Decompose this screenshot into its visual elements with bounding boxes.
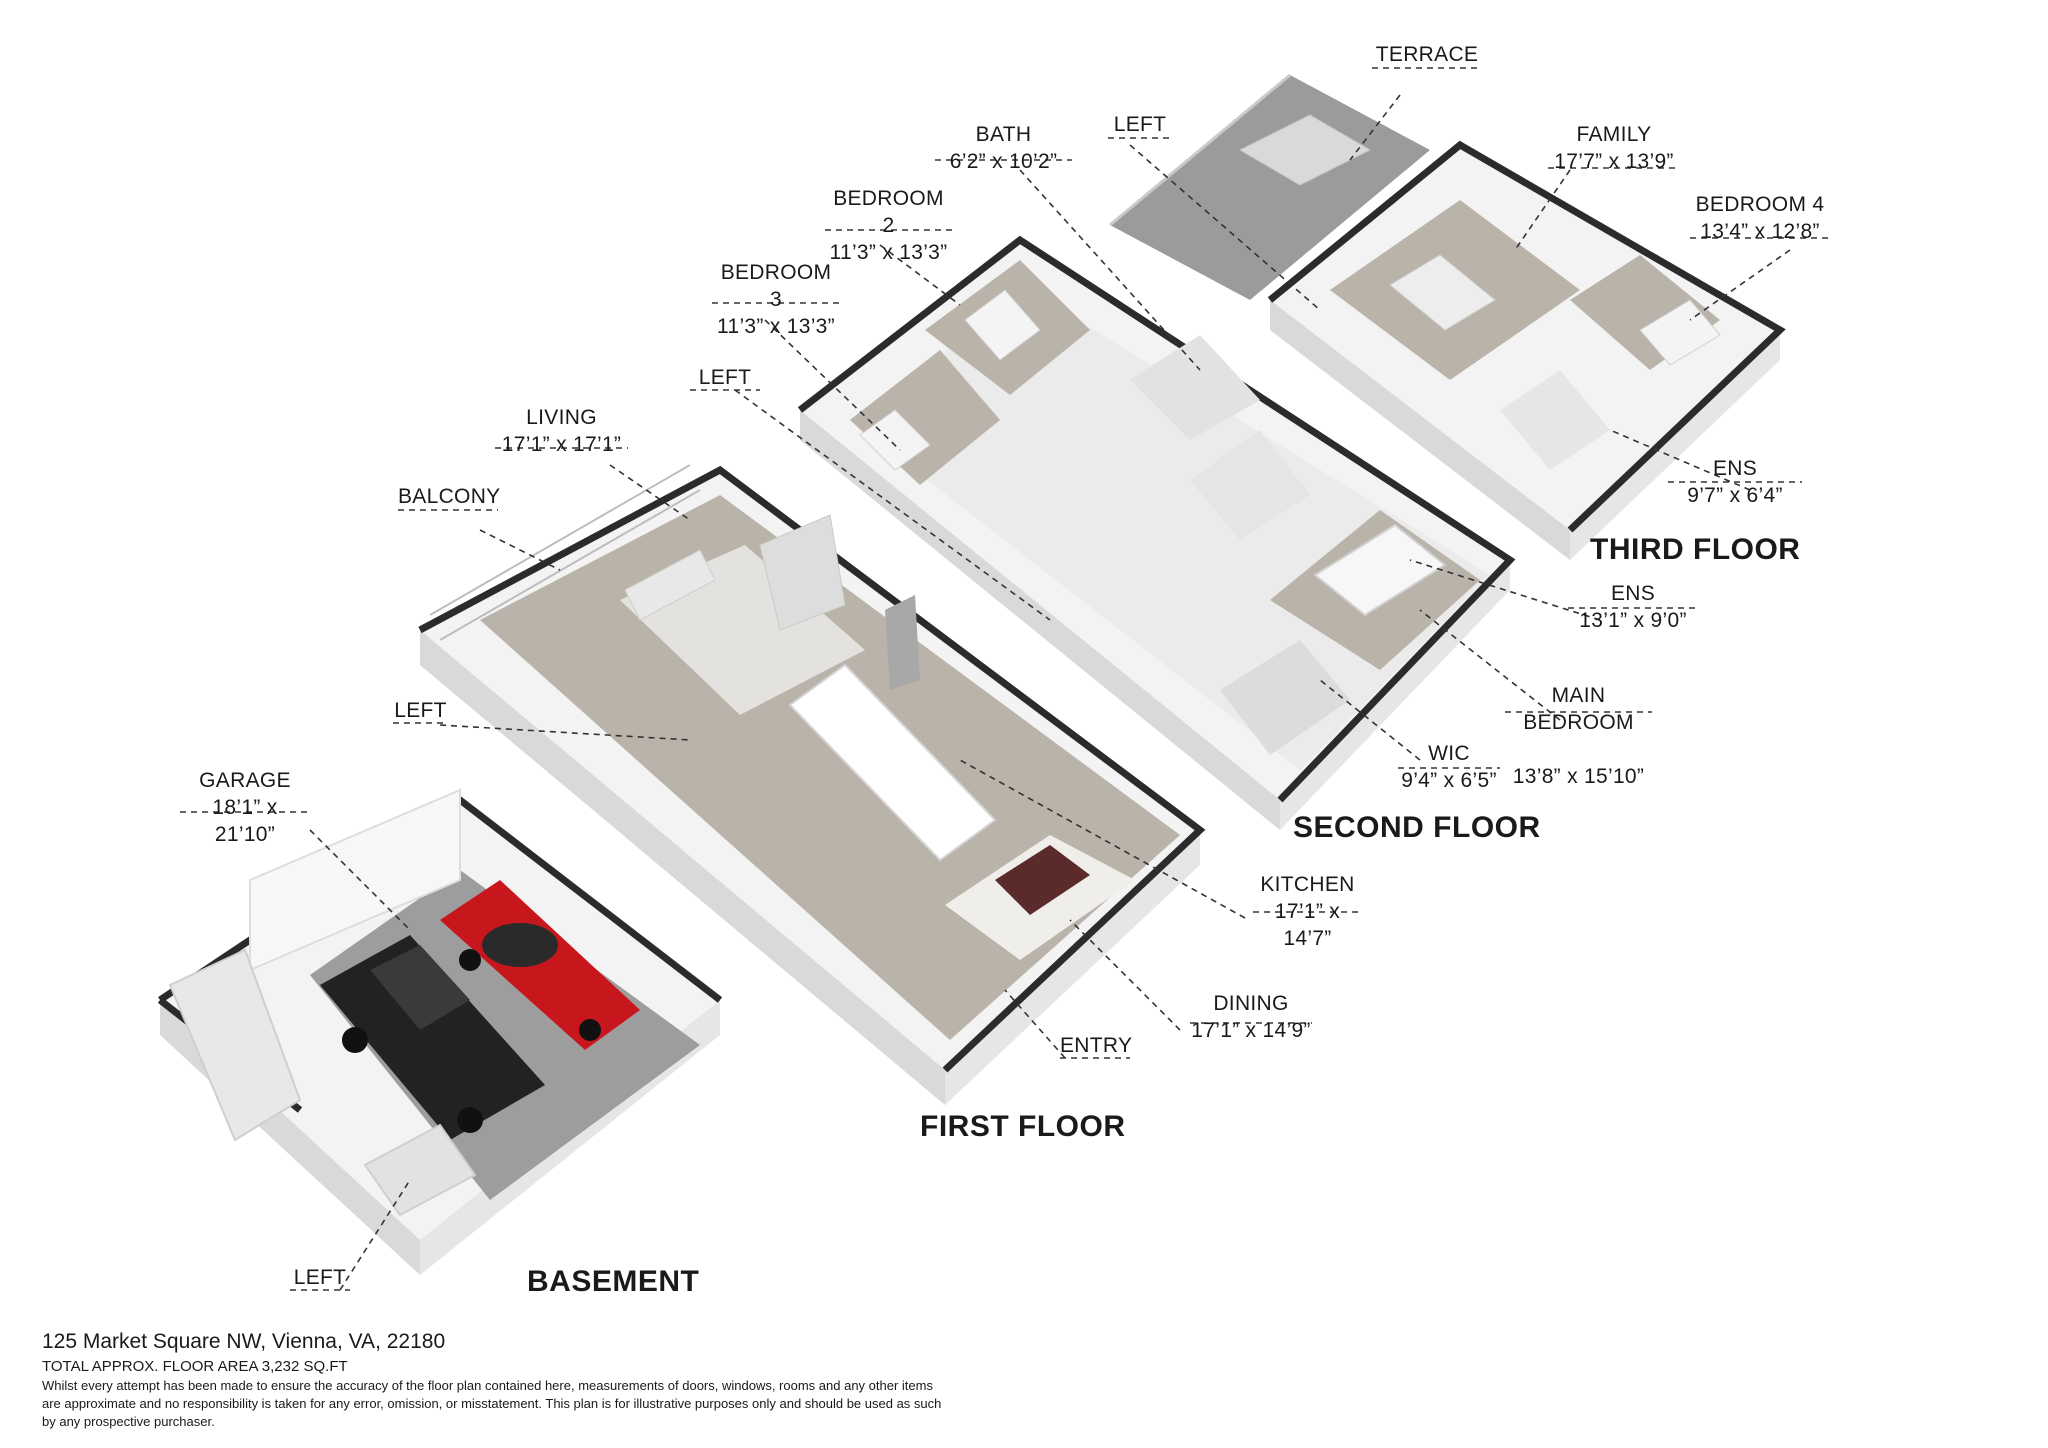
room-name: BATH — [975, 123, 1032, 146]
basement-floor — [157, 788, 723, 1275]
room-dimensions: 17’7” x 13’9” — [1554, 150, 1674, 173]
property-address: 125 Market Square NW, Vienna, VA, 22180 — [42, 1330, 446, 1353]
second-floor-title: SECOND FLOOR — [1293, 811, 1541, 844]
room-name: DINING — [1213, 992, 1289, 1015]
first-floor — [418, 464, 1206, 1105]
ens-second-label: ENS 13’1” x 9’0” — [1568, 580, 1698, 634]
room-name: BALCONY — [398, 485, 501, 508]
room-name: ENS — [1610, 582, 1656, 605]
wic-label: WIC 9’4” x 6’5” — [1398, 740, 1500, 794]
main-bed — [1313, 523, 1447, 617]
room-dimensions: 18’1” x 21’10” — [212, 796, 278, 846]
room-name: WIC — [1428, 742, 1470, 765]
label-underlines — [180, 67, 1830, 1291]
room-dimensions: 17’1” x 14’7” — [1274, 900, 1341, 950]
bedroom2-label: BEDROOM 2 11’3” x 13’3” — [825, 185, 952, 266]
room-dimensions: 13’4” x 12’8” — [1700, 220, 1820, 243]
entry-label: ENTRY — [1060, 1032, 1133, 1059]
red-car — [440, 880, 640, 1050]
black-car — [320, 935, 545, 1140]
room-name: MAIN BEDROOM — [1523, 684, 1634, 734]
room-dimensions: 13’8” x 15’10” — [1512, 765, 1645, 788]
left-third-label: LEFT — [1108, 111, 1172, 138]
bedroom3-label: BEDROOM 3 11’3” x 13’3” — [712, 259, 840, 340]
room-dimensions: 9’4” x 6’5” — [1401, 769, 1497, 792]
room-name: KITCHEN — [1260, 873, 1355, 896]
left-first-label: LEFT — [393, 697, 448, 724]
third-floor — [1109, 73, 1786, 560]
kitchen-label: KITCHEN 17’1” x 14’7” — [1253, 871, 1362, 952]
garage-door — [249, 788, 461, 972]
room-name: LIVING — [526, 406, 597, 429]
room-dimensions: 17’1” x 17’1” — [501, 433, 622, 456]
first-floor-title: FIRST FLOOR — [920, 1110, 1126, 1143]
plan-disclaimer: Whilst every attempt has been made to en… — [42, 1378, 942, 1429]
ens-third-label: ENS 9’7” x 6’4” — [1668, 455, 1802, 509]
ens-floor — [1190, 430, 1310, 540]
room-name: LEFT — [293, 1266, 347, 1289]
dining-label: DINING 17’1” x 14’9” — [1190, 990, 1312, 1044]
room-name: LEFT — [394, 699, 447, 722]
room-dimensions: 6’2” x 10’2” — [949, 150, 1058, 173]
room-dimensions: 17’1” x 14’9” — [1191, 1019, 1311, 1042]
kitchen-island — [788, 663, 997, 862]
room-dimensions: 13’1” x 9’0” — [1579, 609, 1687, 632]
main-bedroom-label: MAIN BEDROOM 13’8” x 15’10” — [1505, 655, 1652, 817]
dining-table — [995, 845, 1090, 915]
room-name: LEFT — [1113, 113, 1167, 136]
room-name: GARAGE — [199, 769, 291, 792]
room-dimensions: 11’3” x 13’3” — [717, 315, 835, 338]
room-name: LEFT — [698, 366, 752, 389]
room-dimensions: 11’3” x 13’3” — [829, 241, 948, 264]
basement-title: BASEMENT — [527, 1265, 700, 1298]
room-name: ENS — [1712, 457, 1758, 480]
plan-footer: 125 Market Square NW, Vienna, VA, 22180 … — [42, 1328, 942, 1431]
bath-label: BATH 6’2” x 10’2” — [935, 121, 1072, 175]
room-name: BEDROOM 4 — [1695, 193, 1825, 216]
balcony-label: BALCONY — [398, 483, 501, 510]
room-name: FAMILY — [1576, 123, 1652, 146]
bedroom4-label: BEDROOM 4 13’4” x 12’8” — [1690, 191, 1830, 245]
garage-label: GARAGE 18’1” x 21’10” — [180, 767, 310, 848]
room-name: BEDROOM 3 — [720, 261, 832, 311]
living-label: LIVING 17’1” x 17’1” — [495, 404, 628, 458]
left-second-label: LEFT — [690, 364, 760, 391]
total-floor-area: TOTAL APPROX. FLOOR AREA 3,232 SQ.FT — [42, 1358, 348, 1375]
room-name: ENTRY — [1060, 1034, 1133, 1057]
family-label: FAMILY 17’7” x 13’9” — [1548, 121, 1680, 175]
third-floor-title: THIRD FLOOR — [1590, 533, 1801, 566]
ens-third-floor — [1500, 370, 1610, 470]
terrace-label: TERRACE — [1372, 41, 1482, 68]
left-basement-label: LEFT — [290, 1264, 350, 1291]
terrace-floor — [1110, 75, 1430, 300]
leader-lines — [309, 94, 1791, 1291]
room-name: TERRACE — [1375, 43, 1479, 66]
second-floor — [797, 235, 1516, 830]
room-name: BEDROOM 2 — [833, 187, 944, 237]
wic-floor — [1220, 640, 1350, 755]
room-dimensions: 9’7” x 6’4” — [1687, 484, 1783, 507]
bath-floor — [1130, 335, 1260, 440]
